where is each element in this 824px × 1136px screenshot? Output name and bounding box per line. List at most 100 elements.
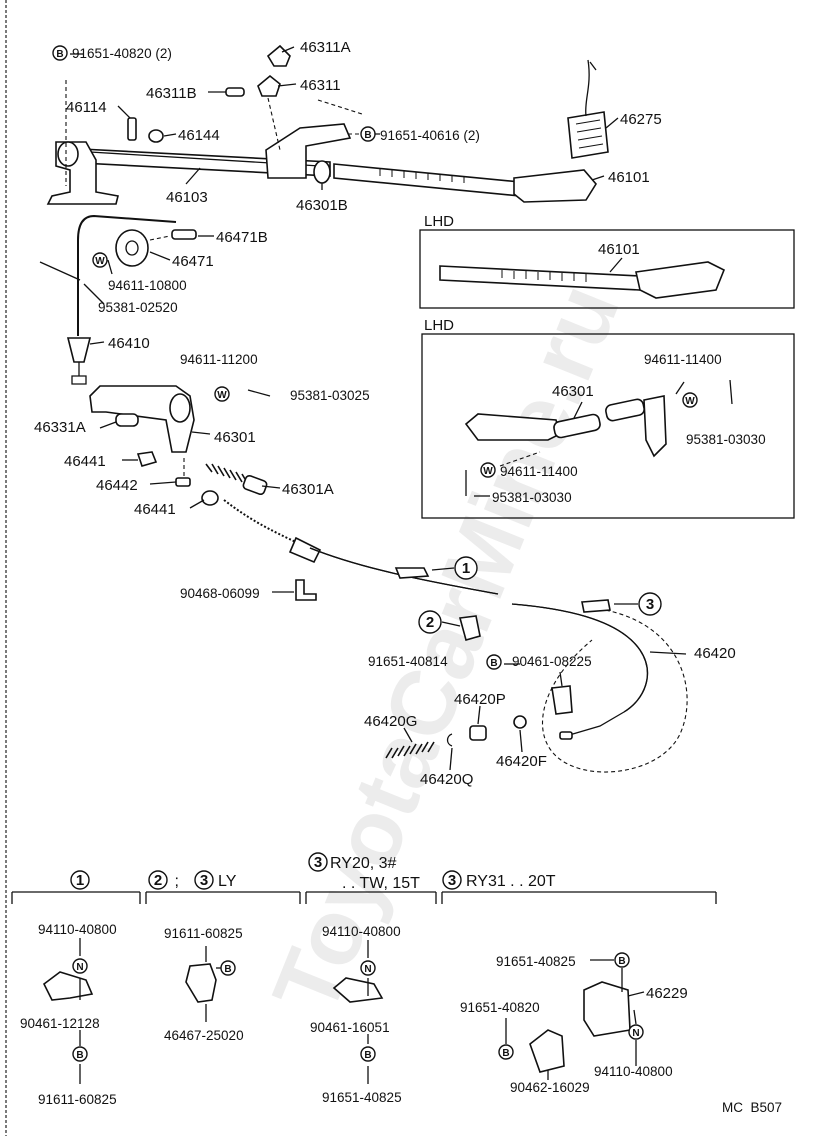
spring-46420G [385, 741, 435, 759]
label-46331A: 46331A [34, 419, 86, 436]
callout-circles: 1 2 3 [418, 556, 662, 634]
svg-text:B: B [224, 964, 231, 975]
part-46420F [513, 715, 527, 729]
label-46301: 46301 [214, 429, 256, 446]
label-46420P: 46420P [454, 691, 506, 708]
label-c4-94110-40800: 94110-40800 [594, 1064, 673, 1079]
svg-text:B: B [364, 1050, 371, 1061]
detail-headers: 1 2 ; 3 LY 3 RY20, 3# . . TW, 15T 3 RY31… [70, 852, 556, 892]
callout-3: 3 [638, 592, 662, 616]
label-46301B: 46301B [296, 197, 348, 214]
bolt-symbol-icon: B [72, 1046, 88, 1062]
bolt-symbol-icon: B [360, 126, 376, 142]
handle-grip-46101 [513, 169, 597, 203]
detail-labels: 94110-40800 90461-12128 91611-60825 9161… [20, 922, 782, 1115]
wire-end-46410 [66, 337, 92, 363]
clip-46467-25020 [185, 963, 217, 1003]
svg-text:;: ; [170, 873, 183, 890]
svg-text:3: 3 [448, 872, 456, 889]
label-90461-08225: 90461-08225 [512, 654, 592, 669]
label-lhd-46301: 46301 [552, 383, 594, 400]
bracket-90461-08225 [551, 685, 573, 715]
svg-text:N: N [632, 1028, 639, 1039]
pin-46331A [115, 413, 139, 427]
label-46311B: 46311B [146, 85, 197, 102]
nut-symbol-icon: N [360, 960, 376, 976]
part-46420P [469, 725, 487, 741]
pulley-46471 [115, 229, 149, 267]
svg-text:B: B [618, 956, 625, 967]
washer-symbol-icon: W [214, 386, 230, 402]
label-90468-06099: 90468-06099 [180, 586, 260, 601]
label-91651-40616: 91651-40616 (2) [380, 128, 480, 143]
part-46441-a [136, 451, 158, 467]
svg-text:2: 2 [426, 614, 434, 631]
svg-text:B: B [56, 49, 63, 60]
cable-46420-assembly [223, 499, 688, 773]
part-46441-b [201, 490, 219, 506]
svg-text:RY20, 3#: RY20, 3# [330, 855, 397, 872]
header-col4: 3 RY31 . . 20T [442, 870, 556, 890]
nut-46144 [148, 129, 164, 143]
bolt-symbol-icon: B [614, 952, 630, 968]
part-46311 [257, 74, 281, 97]
label-46442: 46442 [96, 477, 138, 494]
callout-2: 2 [418, 610, 442, 634]
washer-symbol-icon: W [480, 462, 496, 478]
label-46471: 46471 [172, 253, 214, 270]
svg-text:LY: LY [218, 873, 237, 890]
svg-text:. . TW, 15T: . . TW, 15T [342, 875, 420, 892]
label-c1-90461-12128: 90461-12128 [20, 1016, 100, 1031]
label-lhd-95381-03030-a: 95381-03030 [686, 432, 766, 447]
nut-symbol-icon: N [628, 1024, 644, 1040]
label-c3-94110-40800: 94110-40800 [322, 924, 401, 939]
header-col3: 3 RY20, 3# . . TW, 15T [308, 852, 420, 892]
label-46471B: 46471B [216, 229, 268, 246]
label-46311A: 46311A [300, 39, 351, 56]
ring-46301B [313, 160, 331, 184]
pulley-section [39, 214, 281, 509]
label-c4-90462-16029: 90462-16029 [510, 1080, 590, 1095]
part-46442 [175, 477, 191, 487]
label-46103: 46103 [166, 189, 208, 206]
svg-text:B: B [364, 130, 371, 141]
nut-symbol-icon: N [72, 958, 88, 974]
svg-text:1: 1 [462, 560, 470, 577]
lhd-box-1 [419, 229, 795, 309]
svg-text:W: W [483, 466, 493, 477]
header-col1: 1 [70, 870, 90, 890]
handle-rod-46101 [333, 163, 521, 197]
bolt-symbol-icon: B [220, 960, 236, 976]
clip-46311A [266, 44, 291, 67]
spring-46301A [205, 463, 249, 485]
label-94611-10800: 94611-10800 [108, 278, 187, 293]
bolt-symbol-icon: B [52, 45, 68, 61]
bolt-symbol-icon: B [486, 654, 502, 670]
label-c4-91651-40820: 91651-40820 [460, 1000, 540, 1015]
label-c4-91651-40825: 91651-40825 [496, 954, 576, 969]
label-95381-02520: 95381-02520 [98, 300, 178, 315]
label-46420F: 46420F [496, 753, 547, 770]
box-title-lhd-2: LHD [424, 317, 454, 334]
label-lhd-94611-11400-a: 94611-11400 [644, 352, 722, 367]
bracket-46229 [583, 981, 631, 1037]
bolt-symbol-icon: B [498, 1044, 514, 1060]
label-46311: 46311 [300, 77, 341, 94]
label-46301A: 46301A [282, 481, 334, 498]
bracket-90461-16051 [332, 977, 384, 1003]
label-46410: 46410 [108, 335, 150, 352]
svg-text:3: 3 [646, 596, 654, 613]
label-91651-40814: 91651-40814 [368, 654, 448, 669]
svg-text:B: B [502, 1048, 509, 1059]
label-46420Q: 46420Q [420, 771, 473, 788]
label-c1-91611-60825: 91611-60825 [38, 1092, 117, 1107]
lever-assembly [46, 44, 619, 205]
washer-symbol-icon: W [92, 252, 108, 268]
label-c3-90461-16051: 90461-16051 [310, 1020, 390, 1035]
wire-46410 [77, 214, 177, 336]
clip-90468-06099 [295, 579, 317, 601]
symbol-marks: B B W W B W W N B B N B B B N [52, 45, 698, 1062]
page-code: MC B507 [722, 1100, 782, 1115]
